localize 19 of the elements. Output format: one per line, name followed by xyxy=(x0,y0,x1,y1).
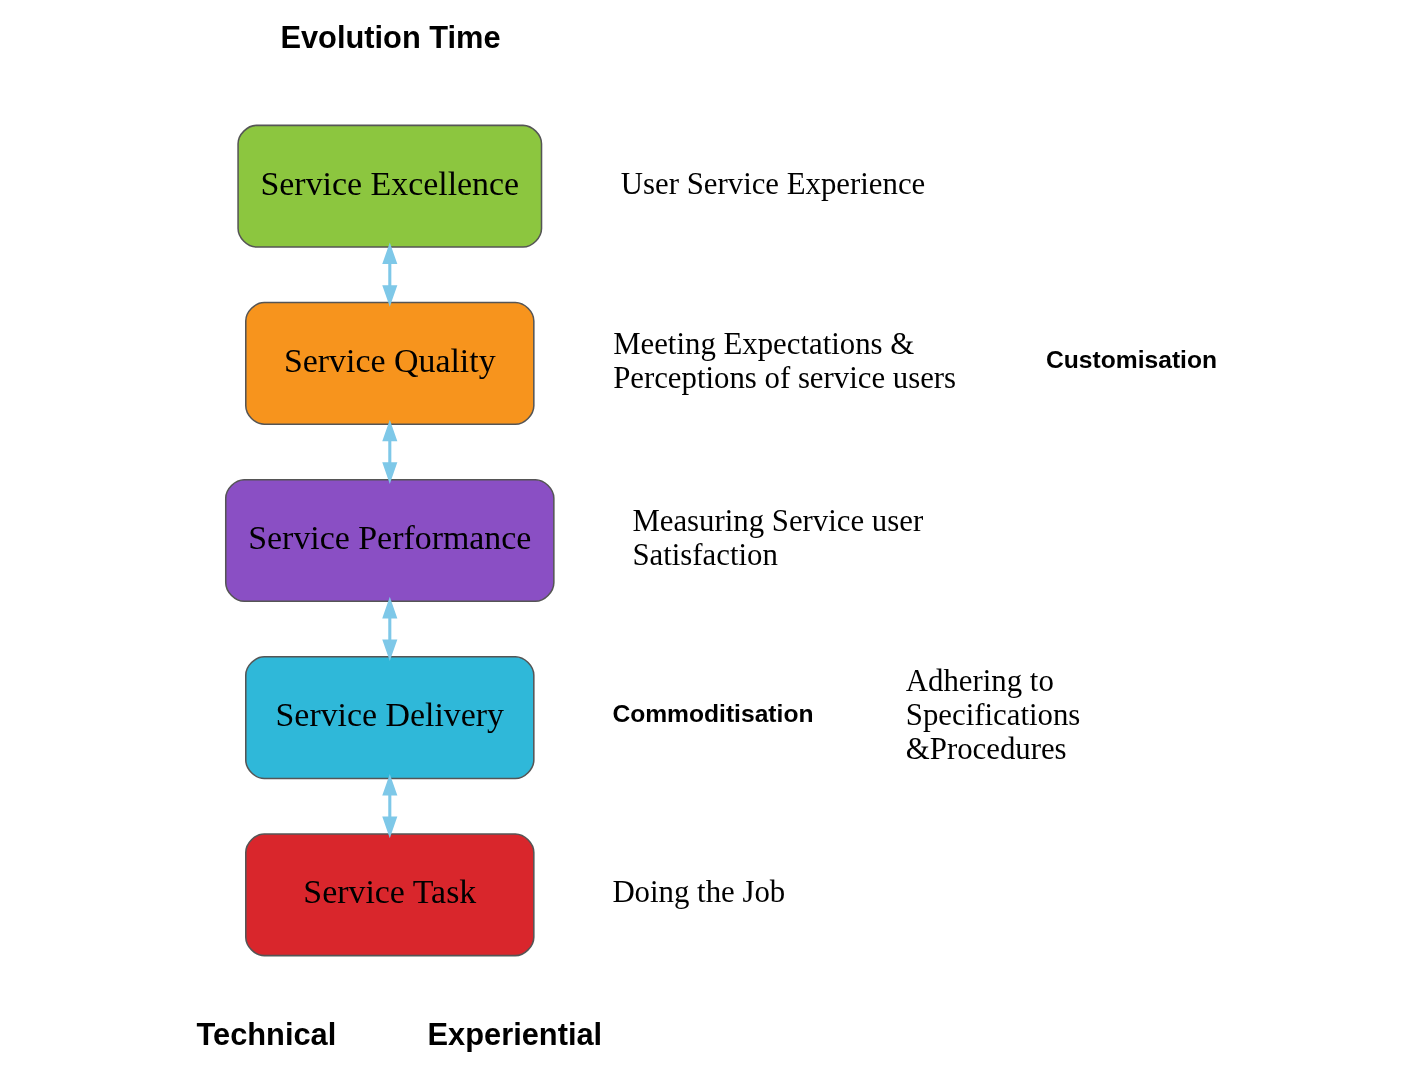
arrow xyxy=(382,242,398,307)
label: Evolution Time xyxy=(280,20,501,56)
label: Meeting Expectations & Perceptions of service users xyxy=(613,327,957,395)
node-box: Service Excellence xyxy=(237,124,543,248)
node-box: Service Performance xyxy=(225,478,555,603)
label: Customisation xyxy=(1045,345,1218,373)
node-box: Service Delivery xyxy=(245,656,535,780)
arrow xyxy=(382,596,398,662)
node-box: Service Quality xyxy=(245,301,535,425)
label: Measuring Service user Satisfaction xyxy=(632,504,924,573)
label: Technical xyxy=(196,1016,337,1052)
label: Doing the Job xyxy=(612,875,786,910)
label: Commoditisation xyxy=(612,699,814,727)
label: Experiential xyxy=(427,1016,603,1052)
label: User Service Experience xyxy=(620,166,926,201)
arrow xyxy=(382,773,398,839)
arrow xyxy=(382,419,398,484)
node-box: Service Task xyxy=(245,833,535,957)
label: Adhering to Specifications &Procedures xyxy=(905,664,1081,767)
